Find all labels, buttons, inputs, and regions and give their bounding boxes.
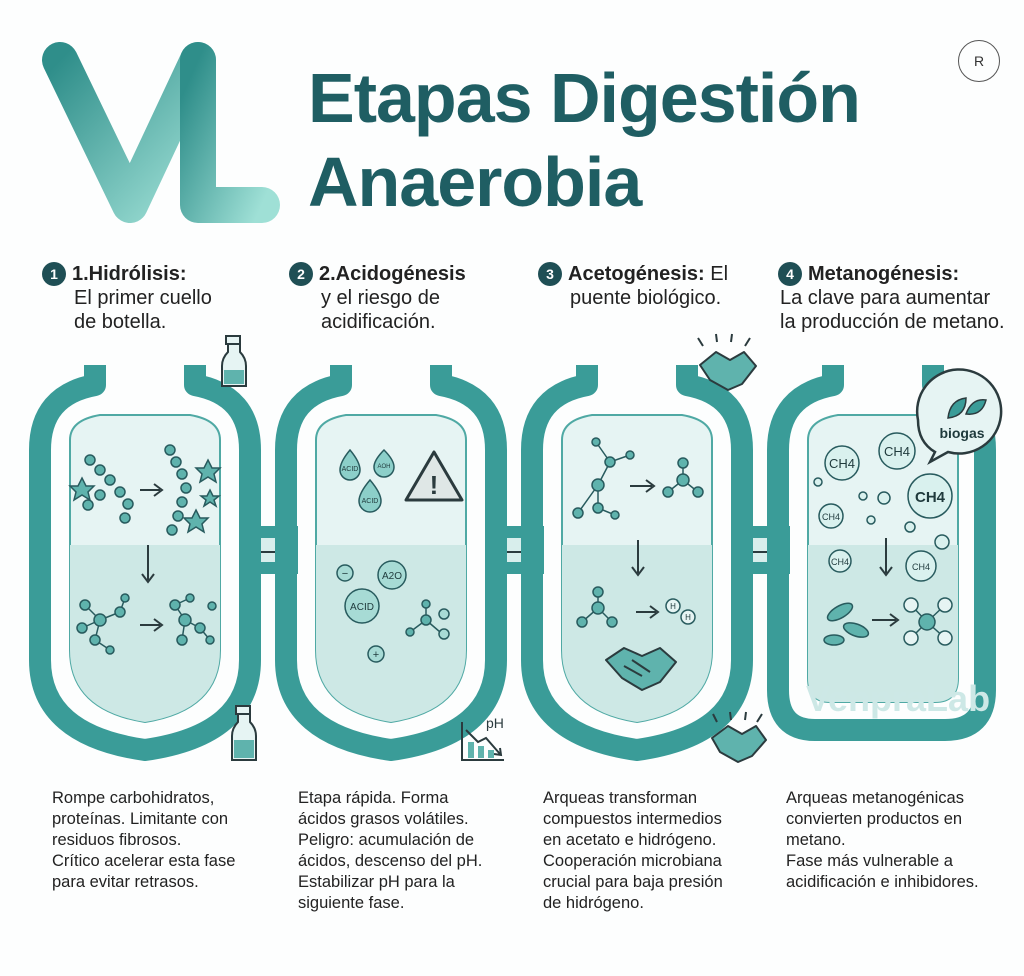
stage-title: 2.Acidogénesis bbox=[319, 263, 466, 285]
ph-drop-chart-icon: pH bbox=[461, 715, 504, 761]
handshake-top-icon bbox=[697, 333, 757, 391]
stage-subtitle-line: de botella. bbox=[74, 311, 167, 333]
description-line: metano. bbox=[786, 831, 846, 849]
monomer-icon bbox=[76, 593, 217, 655]
warning-icon: ! bbox=[404, 450, 464, 502]
stage-subtitle-line: la producción de metano. bbox=[780, 311, 1005, 333]
stage-header-3: 3 Acetogénesis: El puente biológico. bbox=[538, 262, 728, 310]
acid-label-1: ACID bbox=[342, 466, 359, 473]
ch4-label-6: CH4 bbox=[912, 562, 930, 572]
acid-molecules-icon bbox=[336, 560, 450, 663]
svg-text:+: + bbox=[373, 649, 379, 661]
stage-number-badge: 1 bbox=[42, 262, 66, 286]
stage-number-badge: 4 bbox=[778, 262, 802, 286]
hydrogen-label-2: H bbox=[685, 613, 691, 622]
svg-text:!: ! bbox=[430, 470, 439, 500]
stage-subtitle-line: El primer cuello bbox=[74, 287, 212, 309]
description-line: Peligro: acumulación de bbox=[298, 831, 475, 849]
stage-title: Acetogénesis: bbox=[568, 263, 705, 285]
ch4-label-4: CH4 bbox=[822, 512, 840, 522]
description-line: Crítico acelerar esta fase bbox=[52, 852, 236, 870]
stage-subtitle-line: puente biológico. bbox=[570, 287, 722, 309]
description-line: Estabilizar pH para la bbox=[298, 873, 455, 891]
acid-drops-icon bbox=[339, 448, 395, 513]
ch4-label-1: CH4 bbox=[829, 456, 855, 471]
watermark: VenpraLab bbox=[806, 678, 991, 719]
reactor-hidrolisis bbox=[29, 365, 261, 761]
stage-title: 1.Hidrólisis: bbox=[72, 263, 187, 285]
description-line: convierten productos en bbox=[786, 810, 963, 828]
reactor-metanogenesis: CH4 CH4 CH4 CH4 CH4 CH4 bbox=[767, 365, 996, 741]
acid-label-3: ACID bbox=[362, 498, 379, 505]
handshake-bottom-icon bbox=[711, 711, 767, 763]
stage-subtitle-line: La clave para aumentar bbox=[780, 287, 991, 309]
biogas-label: biogas bbox=[939, 425, 984, 441]
stage-header-4: 4 Metanogénesis: La clave para aumentar l… bbox=[778, 262, 1005, 334]
title-line-1: Etapas Digestión bbox=[308, 59, 861, 137]
page-title: Etapas Digestión Anaerobia bbox=[308, 56, 861, 224]
methane-bubbles-icon bbox=[813, 432, 953, 582]
stage-subtitle-line: y el riesgo de bbox=[321, 287, 440, 309]
description-line: crucial para baja presión bbox=[543, 873, 723, 891]
description-line: de hidrógeno. bbox=[543, 894, 644, 912]
stage-description-1: Rompe carbohidratos, proteínas. Limitant… bbox=[52, 788, 235, 893]
stage-description-2: Etapa rápida. Forma ácidos grasos voláti… bbox=[298, 788, 482, 914]
stage-description-3: Arqueas transforman compuestos intermedi… bbox=[543, 788, 723, 914]
description-line: ácidos grasos volátiles. bbox=[298, 810, 469, 828]
ion-molecule-icon bbox=[405, 599, 441, 637]
ch4-label-5: CH4 bbox=[831, 557, 849, 567]
handshake-icon bbox=[605, 647, 677, 691]
acid-label-4: A2O bbox=[382, 571, 402, 582]
description-line: acidificación e inhibidores. bbox=[786, 873, 979, 891]
acetate-molecule-icon bbox=[576, 586, 618, 628]
bacteria-icon bbox=[823, 602, 870, 646]
reactor-chain: ACID AOH ACID ! − A2O ACID + bbox=[29, 365, 996, 761]
hydrogen-methane-icon bbox=[903, 597, 953, 646]
stage-number-badge: 3 bbox=[538, 262, 562, 286]
hydrogen-label-1: H bbox=[670, 602, 676, 611]
acid-label-5: ACID bbox=[350, 602, 374, 613]
description-line: proteínas. Limitante con bbox=[52, 810, 229, 828]
reactor-acetogenesis: H H bbox=[521, 365, 753, 761]
acid-label-2: AOH bbox=[377, 464, 390, 470]
hydrogen-icon bbox=[665, 598, 696, 625]
fragment-stars-icon bbox=[68, 458, 222, 534]
stage-header-1: 1 1.Hidrólisis: El primer cuello de botel… bbox=[42, 262, 212, 334]
stage-number-badge: 2 bbox=[289, 262, 313, 286]
description-line: Rompe carbohidratos, bbox=[52, 789, 215, 807]
stage-title: Metanogénesis: bbox=[808, 263, 960, 285]
registered-mark: R bbox=[958, 40, 1000, 82]
ch4-label-2: CH4 bbox=[884, 444, 910, 459]
stage-header-2: 2 2.Acidogénesis y el riesgo de acidifica… bbox=[289, 262, 466, 334]
description-line: Cooperación microbiana bbox=[543, 852, 722, 870]
stage-subtitle-line: acidificación. bbox=[321, 311, 436, 333]
bottle-half-icon bbox=[231, 705, 257, 761]
ph-label: pH bbox=[486, 715, 504, 731]
description-line: residuos fibrosos. bbox=[52, 831, 182, 849]
ch4-label-3: CH4 bbox=[915, 489, 946, 506]
biogas-leaf-icon: biogas bbox=[915, 368, 1003, 466]
description-line: Arqueas transforman bbox=[543, 789, 698, 807]
stage-description-4: Arqueas metanogénicas convierten product… bbox=[786, 788, 979, 893]
description-line: ácidos, descenso del pH. bbox=[298, 852, 483, 870]
description-line: Fase más vulnerable a bbox=[786, 852, 953, 870]
description-line: en acetato e hidrógeno. bbox=[543, 831, 717, 849]
stage-title-tail: El bbox=[704, 263, 729, 285]
logo-vl bbox=[42, 42, 280, 223]
svg-text:−: − bbox=[342, 568, 348, 580]
description-line: para evitar retrasos. bbox=[52, 873, 199, 891]
description-line: Arqueas metanogénicas bbox=[786, 789, 964, 807]
polymer-chain-icon bbox=[82, 444, 192, 536]
title-line-2: Anaerobia bbox=[308, 143, 642, 221]
bottle-icon bbox=[221, 335, 247, 387]
description-line: siguiente fase. bbox=[298, 894, 405, 912]
reactor-acidogenesis: ACID AOH ACID ! − A2O ACID + bbox=[275, 365, 507, 761]
intermediate-molecule-icon bbox=[572, 437, 704, 520]
description-line: compuestos intermedios bbox=[543, 810, 722, 828]
description-line: Etapa rápida. Forma bbox=[298, 789, 449, 807]
